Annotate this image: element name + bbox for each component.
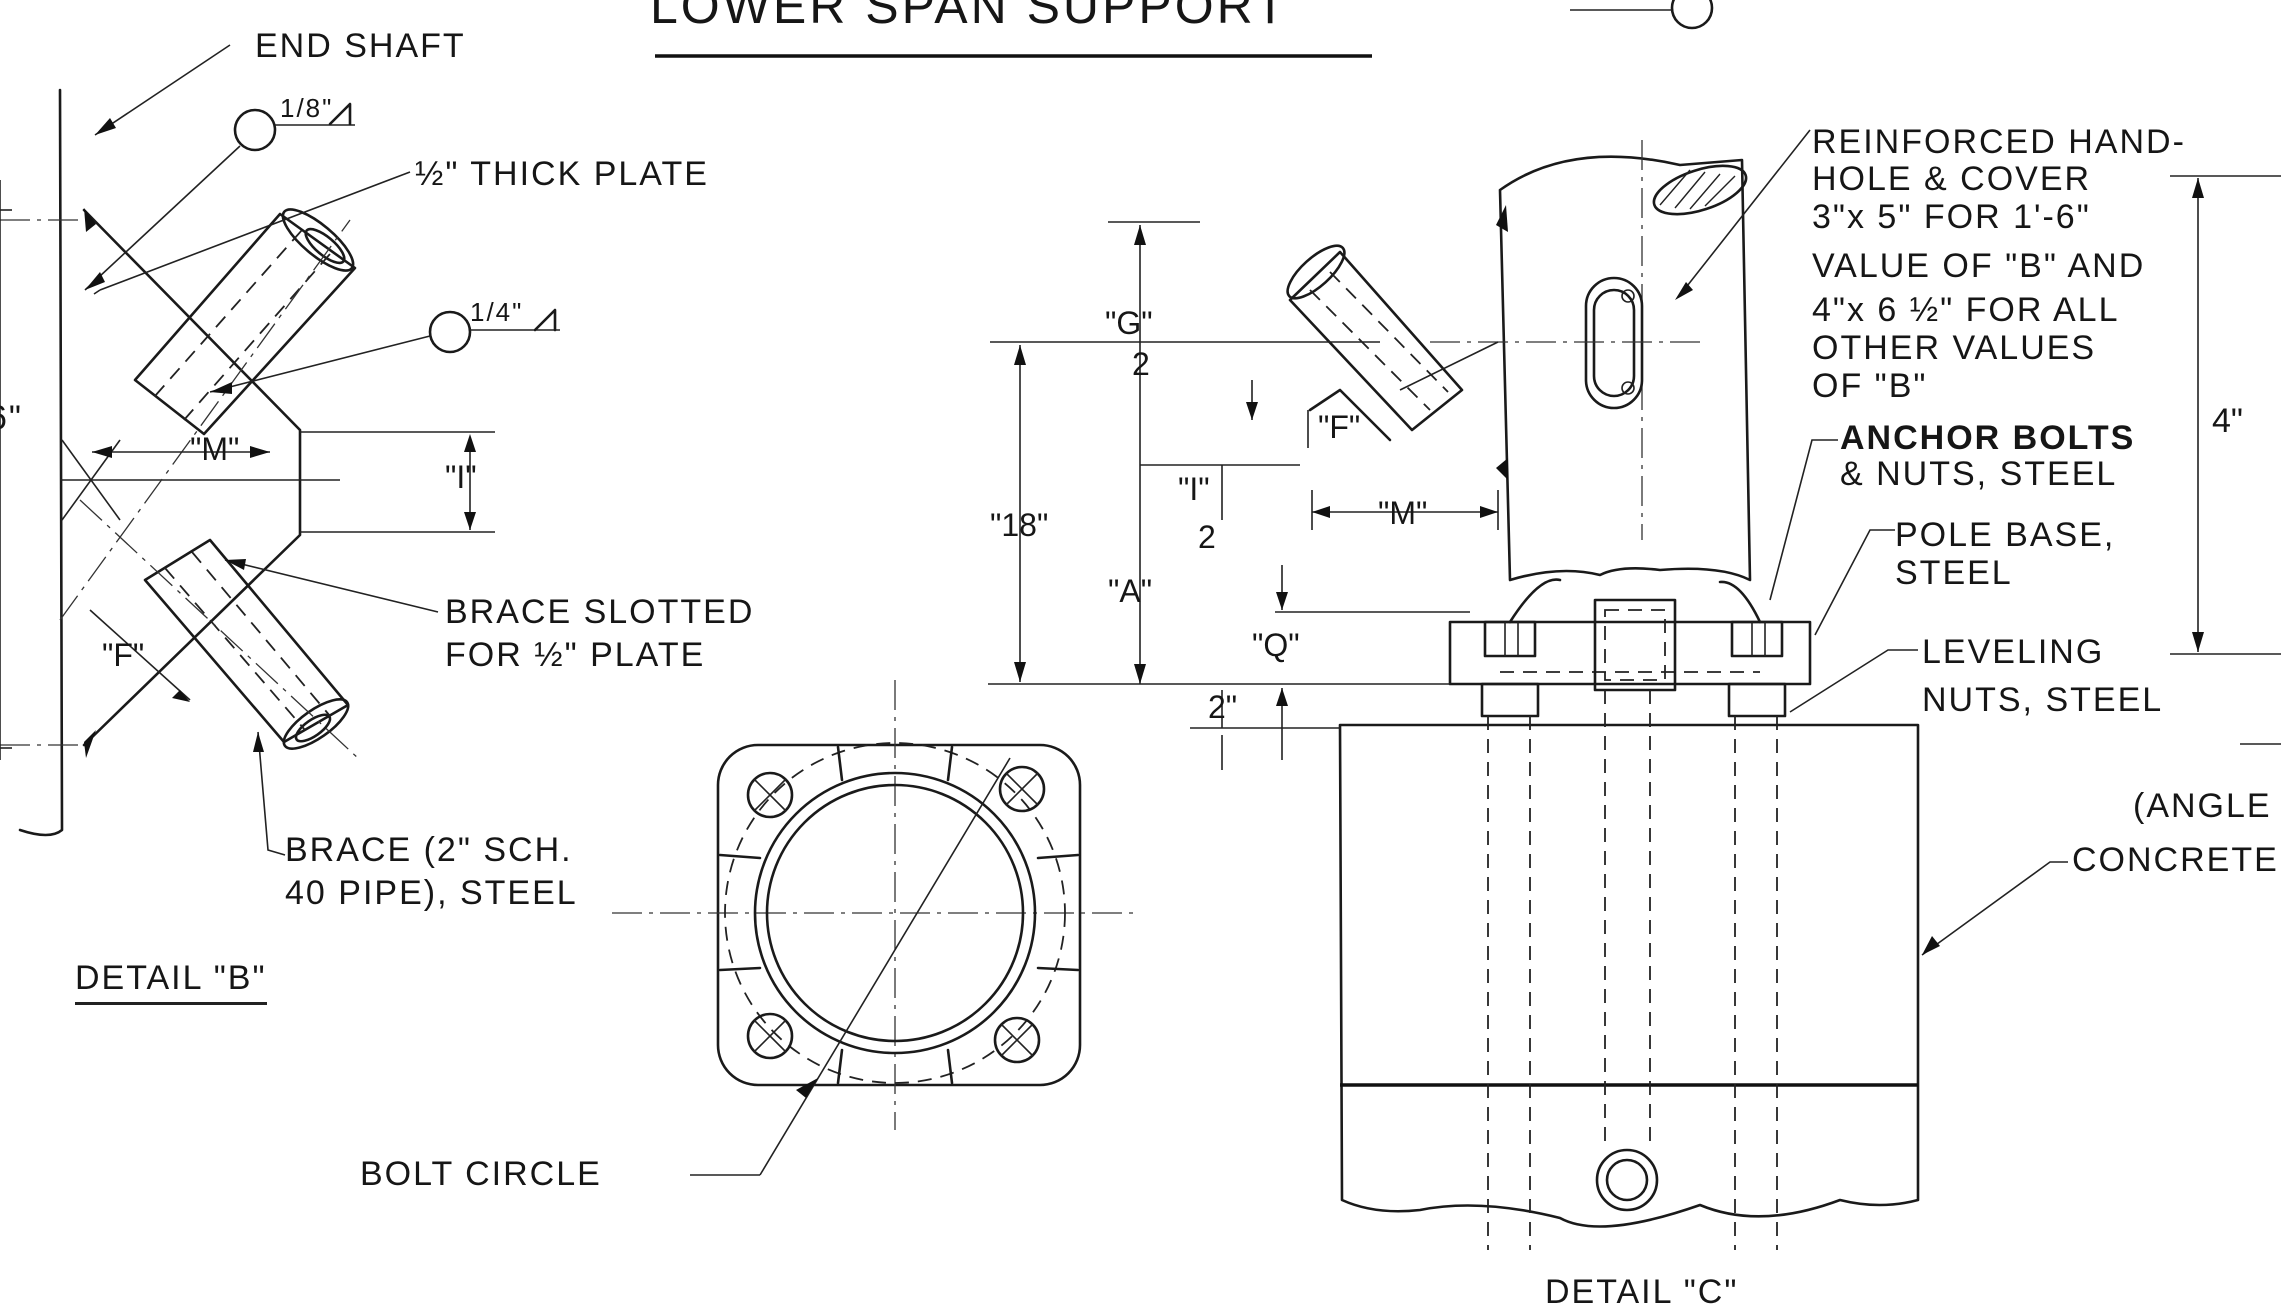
dim-18: "18": [990, 507, 1049, 543]
drawing-title: LOWER SPAN SUPPORT: [650, 0, 1289, 34]
brace-slotted-leader: [224, 559, 439, 613]
handhole-note-line7: OF "B": [1812, 367, 1928, 405]
bolt-hole-tl: [746, 771, 794, 819]
anchor-nut-right: [1727, 620, 1787, 718]
dim-i-half-numerator: "I": [1178, 471, 1210, 507]
brace-pipe-label-line1: BRACE (2" SCH.: [285, 831, 573, 869]
bolt-hole-bl: [746, 1012, 794, 1060]
anchor-bolt-leader: [1769, 439, 1838, 601]
handhole-note-line5: 4"x 6 ½" FOR ALL: [1812, 291, 2120, 329]
weld-symbol-mid: [209, 308, 560, 394]
end-shaft-outline: [18, 88, 64, 837]
dim-f-detail-c: "F": [1318, 409, 1361, 445]
anchor-nut-left: [1480, 620, 1540, 718]
brace-slotted-label-line2: FOR ½" PLATE: [445, 636, 706, 674]
pole-base-label-line2: STEEL: [1895, 554, 2013, 592]
dim-4-inch: 4": [2212, 402, 2243, 440]
section-marker-symbol: [1570, 0, 1714, 30]
pole-base-plate: [1448, 578, 1812, 692]
brace-slotted-label-line1: BRACE SLOTTED: [445, 593, 755, 631]
dim-m-detail-c: "M": [1378, 495, 1428, 531]
detail-c-view: [988, 129, 2281, 1250]
dim-i-half-denominator: 2: [1198, 519, 1216, 555]
bolt-hole-tr: [998, 765, 1046, 813]
handhole-note-line6: OTHER VALUES: [1812, 329, 2097, 367]
leveling-nut-leader: [1789, 649, 1918, 713]
handhole-note-line4: VALUE OF "B" AND: [1812, 247, 2146, 285]
gusset-plate-outline: [82, 208, 302, 747]
concrete-foundation: [1338, 690, 1920, 1250]
pole-base-label-line1: POLE BASE,: [1895, 516, 2116, 554]
dim-q: "Q": [1252, 627, 1300, 663]
handhole-cover: [1584, 276, 1644, 410]
edge-dimension-value: 6": [0, 399, 23, 437]
pole-base-plan-view: [612, 680, 1135, 1176]
leveling-nuts-label-line1: LEVELING: [1922, 633, 2105, 671]
concrete-label: CONCRETE: [2072, 841, 2279, 879]
handhole-note-line2: HOLE & COVER: [1812, 160, 2092, 198]
dim-2-inch: 2": [1208, 689, 1238, 725]
anchor-bolts-label-line1: ANCHOR BOLTS: [1840, 419, 2136, 457]
detail-b-view: [0, 44, 560, 856]
plate-leader: [99, 171, 411, 291]
bolt-circle-leader: [759, 757, 1011, 1176]
handhole-note-line3: 3"x 5" FOR 1'-6": [1812, 198, 2091, 236]
dim-m-detail-b: "M": [190, 431, 240, 467]
dim-g-half-numerator: "G": [1105, 305, 1153, 341]
weld-symbol-top: [84, 102, 355, 291]
dim-i-detail-b: "I": [445, 459, 477, 495]
weld-size-mid-label: 1/4": [470, 297, 524, 327]
detail-b-caption: DETAIL "B": [75, 958, 267, 1005]
plate-thickness-label: ½" THICK PLATE: [415, 155, 709, 193]
upper-brace-pipe: [59, 208, 357, 621]
brace-on-pole: [1286, 244, 1499, 448]
leveling-nuts-label-line2: NUTS, STEEL: [1922, 681, 2164, 719]
end-shaft-label: END SHAFT: [255, 27, 466, 65]
lower-brace-pipe: [79, 499, 361, 761]
dim-g-half-denominator: 2: [1132, 346, 1150, 382]
end-shaft-leader: [94, 44, 231, 136]
anchor-bolts-label-line2: & NUTS, STEEL: [1840, 455, 2118, 493]
dim-f-detail-b: "F": [102, 637, 145, 673]
dim-a: "A": [1108, 573, 1153, 609]
bolt-hole-br: [993, 1016, 1041, 1064]
weld-size-top-label: 1/8": [280, 93, 334, 123]
bolt-circle-label: BOLT CIRCLE: [360, 1155, 602, 1193]
detail-c-caption: DETAIL "C": [1545, 1273, 1739, 1311]
brace-pipe-label-line2: 40 PIPE), STEEL: [285, 874, 578, 912]
angle-note-label: (ANGLE: [2133, 787, 2272, 825]
handhole-note-line1: REINFORCED HAND-: [1812, 123, 2186, 161]
brace-leader: [257, 731, 286, 856]
handhole-leader: [1679, 129, 1811, 296]
pole-shaft: [1498, 155, 1752, 582]
pole-base-leader: [1814, 529, 1895, 636]
concrete-leader: [1921, 861, 2068, 956]
